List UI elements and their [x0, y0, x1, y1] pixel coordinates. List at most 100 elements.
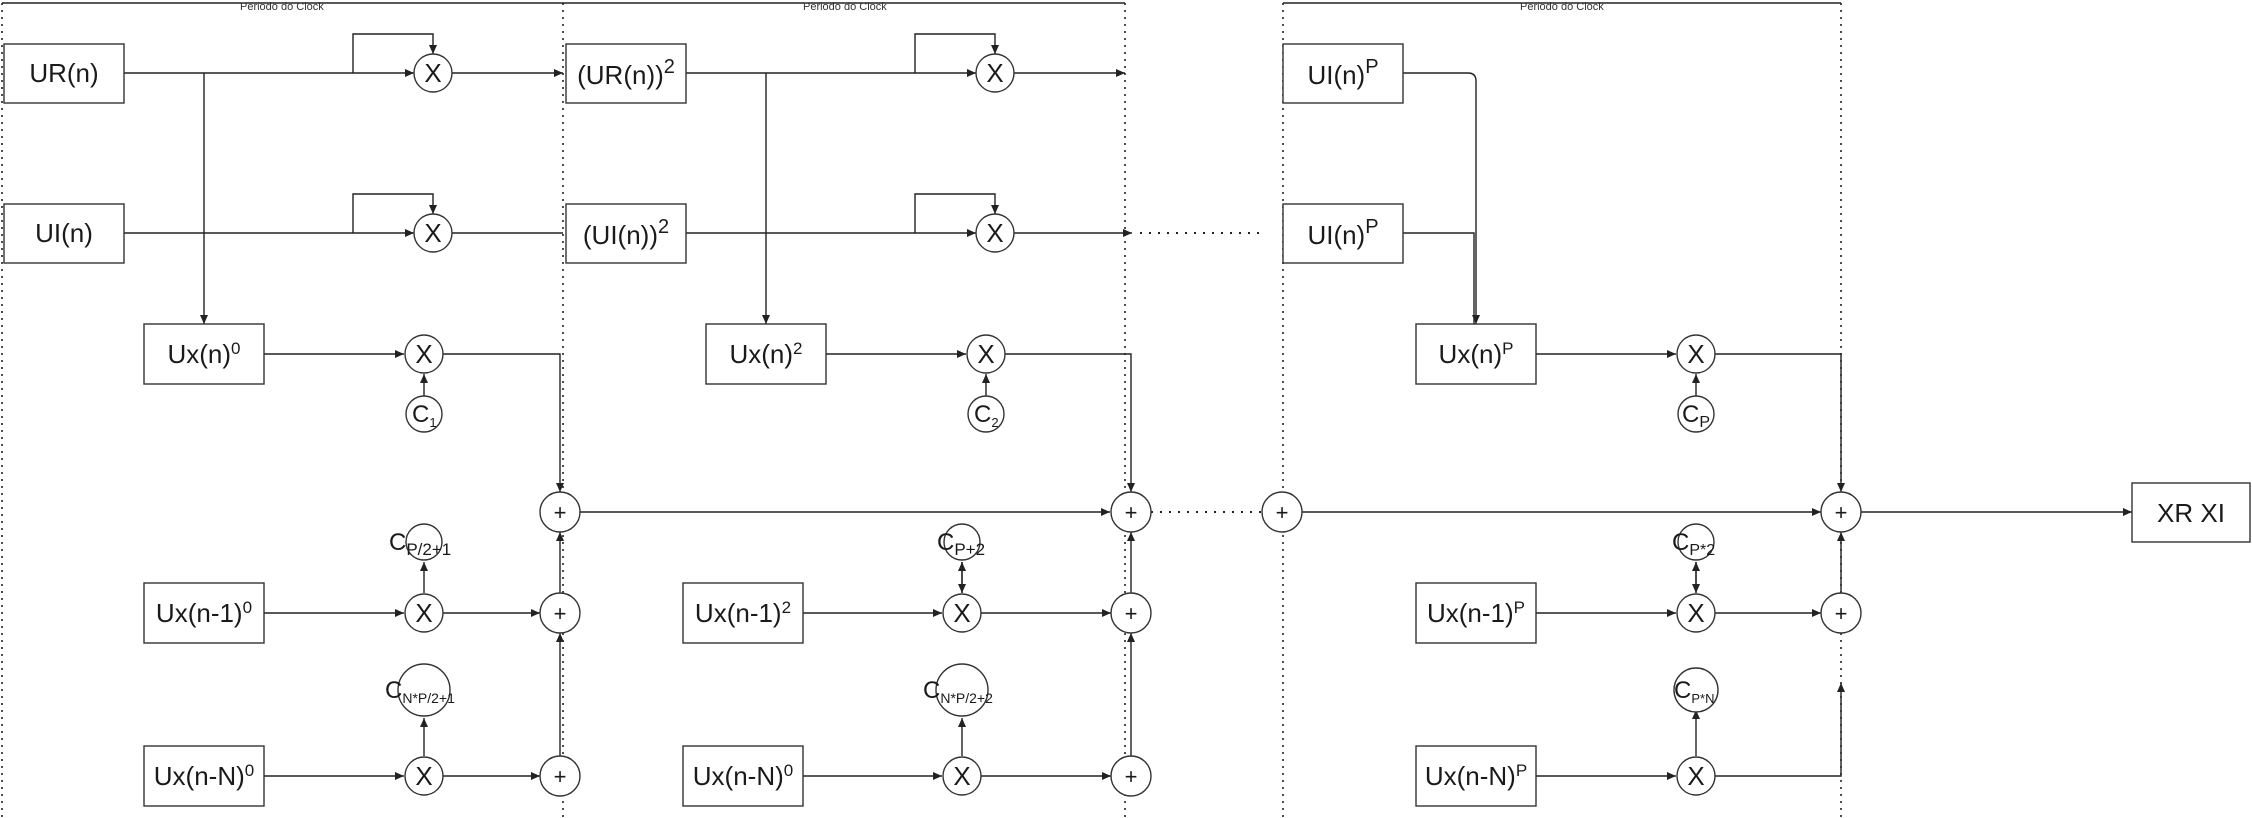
svg-text:X: X — [1687, 761, 1704, 791]
stage1-adder-low: + — [539, 755, 581, 797]
stage-p: + UI(n)P UI(n)P Ux(n)P Ux(n-1)P Ux(n-N)P… — [1261, 43, 2251, 807]
svg-text:X: X — [953, 761, 970, 791]
clock-period-brackets: Periodo do Clock Periodo do Clock Period… — [2, 1, 1841, 13]
stage2-adder-mid: + — [1110, 592, 1152, 634]
ux-n1-2-label: Ux(n-1)2 — [695, 598, 791, 628]
clock-period-label-2: Periodo do Clock — [803, 1, 887, 13]
svg-text:CP+2: CP+2 — [937, 529, 985, 559]
stage1-adder-top: + — [539, 491, 581, 533]
svg-text:X: X — [1687, 598, 1704, 628]
coef-c-p2-1: CP/2+1 — [389, 523, 451, 561]
stage2-coef-multiplier-low: X — [942, 756, 982, 796]
svg-text:+: + — [1125, 500, 1138, 525]
ur-n-label: UR(n) — [29, 58, 98, 88]
svg-text:CP: CP — [1682, 401, 1710, 431]
svg-text:CP/2+1: CP/2+1 — [389, 529, 451, 559]
ux-nN-p-box: Ux(n-N)P — [1415, 745, 1537, 807]
coef-cp: CP — [1677, 395, 1715, 433]
svg-text:CP*2: CP*2 — [1672, 529, 1715, 559]
svg-text:X: X — [415, 761, 432, 791]
stage2-adder-low: + — [1110, 755, 1152, 797]
ux-n-0-label: Ux(n)0 — [167, 339, 240, 369]
stagep-adder-mid: + — [1820, 592, 1862, 634]
ux-n1-0-box: Ux(n-1)0 — [143, 582, 265, 644]
svg-text:+: + — [1835, 601, 1848, 626]
svg-text:X: X — [977, 339, 994, 369]
svg-text:+: + — [554, 500, 567, 525]
svg-text:C1: C1 — [412, 401, 437, 430]
coef-c-p-2: CP+2 — [937, 523, 985, 561]
stagep-coef-multiplier-main: X — [1676, 334, 1716, 374]
coef-c-p-times-2: CP*2 — [1672, 523, 1715, 561]
stage2-coef-multiplier-mid: X — [942, 593, 982, 633]
coef-c-p-times-n: CP*N — [1673, 667, 1719, 713]
ui-n-p-box: UI(n)P — [1282, 203, 1404, 264]
ux-n1-p-box: Ux(n-1)P — [1415, 582, 1537, 644]
stage1-adder-mid: + — [539, 592, 581, 634]
clock-period-label-1: Periodo do Clock — [240, 1, 324, 13]
stage1-square-ur-multiplier: X — [413, 53, 453, 93]
svg-text:CN*P/2+1: CN*P/2+1 — [385, 677, 455, 706]
svg-text:X: X — [953, 598, 970, 628]
ui-n-squared-label: (UI(n))2 — [583, 216, 669, 250]
svg-text:+: + — [1125, 601, 1138, 626]
ux-n-0-box: Ux(n)0 — [143, 323, 265, 385]
coef-c-np2-1: CN*P/2+1 — [385, 663, 455, 717]
clock-boundaries — [1, 3, 1842, 818]
svg-text:C2: C2 — [974, 401, 999, 430]
stage2-square-ui-multiplier: X — [975, 213, 1015, 253]
stage-1: UR(n) UI(n) Ux(n)0 Ux(n-1)0 Ux(n-N)0 X X — [3, 33, 1110, 807]
ui-n-p-top-label: UI(n)P — [1307, 56, 1378, 90]
ux-nN-stage2-box: Ux(n-N)0 — [682, 745, 804, 807]
output-xr-xi-label: XR XI — [2157, 498, 2225, 528]
svg-text:CP*N: CP*N — [1674, 677, 1714, 706]
svg-text:X: X — [424, 58, 441, 88]
output-xr-xi-box: XR XI — [2131, 482, 2251, 543]
ux-n-p-box: Ux(n)P — [1415, 323, 1537, 385]
svg-text:+: + — [1125, 764, 1138, 789]
coef-c-np2-2: CN*P/2+2 — [923, 663, 993, 717]
stage2-square-ur-multiplier: X — [975, 53, 1015, 93]
stagep-coef-multiplier-mid: X — [1676, 593, 1716, 633]
ux-n1-p-label: Ux(n-1)P — [1427, 598, 1525, 628]
ui-n-squared-box: (UI(n))2 — [565, 203, 687, 264]
ui-n-p-top-box: UI(n)P — [1282, 43, 1404, 104]
ux-nN-0-label: Ux(n-N)0 — [154, 761, 254, 791]
stage1-coef-multiplier-mid: X — [404, 593, 444, 633]
ur-n-box: UR(n) — [3, 43, 125, 104]
ux-nN-0-box: Ux(n-N)0 — [143, 745, 265, 807]
coef-c1: C1 — [405, 395, 443, 433]
svg-text:+: + — [1835, 500, 1848, 525]
stage2-coef-multiplier-main: X — [966, 334, 1006, 374]
stage1-square-ui-multiplier: X — [413, 213, 453, 253]
stage1-coef-multiplier-low: X — [404, 756, 444, 796]
svg-text:+: + — [554, 764, 567, 789]
stage1-coef-multiplier-main: X — [404, 334, 444, 374]
ux-n-2-box: Ux(n)2 — [705, 323, 827, 385]
ur-n-squared-label: (UR(n))2 — [577, 56, 675, 90]
svg-text:X: X — [986, 58, 1003, 88]
ur-n-squared-box: (UR(n))2 — [565, 43, 687, 104]
svg-text:X: X — [415, 339, 432, 369]
stagep-coef-multiplier-low: X — [1676, 756, 1716, 796]
ux-n1-2-box: Ux(n-1)2 — [682, 582, 804, 644]
svg-text:X: X — [415, 598, 432, 628]
ux-n-p-label: Ux(n)P — [1439, 339, 1514, 369]
ux-n1-0-label: Ux(n-1)0 — [156, 598, 252, 628]
ux-n-2-label: Ux(n)2 — [729, 339, 802, 369]
ui-n-box: UI(n) — [3, 203, 125, 264]
coef-c2: C2 — [967, 395, 1005, 433]
svg-text:X: X — [1687, 339, 1704, 369]
ux-nN-p-label: Ux(n-N)P — [1425, 761, 1527, 791]
svg-text:CN*P/2+2: CN*P/2+2 — [923, 677, 993, 706]
svg-text:+: + — [1276, 500, 1289, 525]
stage-p-input-adder: + — [1261, 491, 1303, 533]
stage-2: (UR(n))2 (UI(n))2 Ux(n)2 Ux(n-1)2 Ux(n-N… — [565, 33, 1265, 807]
ui-n-label: UI(n) — [35, 218, 93, 248]
ux-nN-stage2-label: Ux(n-N)0 — [693, 761, 793, 791]
stagep-adder-top: + — [1820, 491, 1862, 533]
ui-n-p-label: UI(n)P — [1307, 216, 1378, 250]
svg-text:X: X — [424, 218, 441, 248]
svg-text:+: + — [554, 601, 567, 626]
